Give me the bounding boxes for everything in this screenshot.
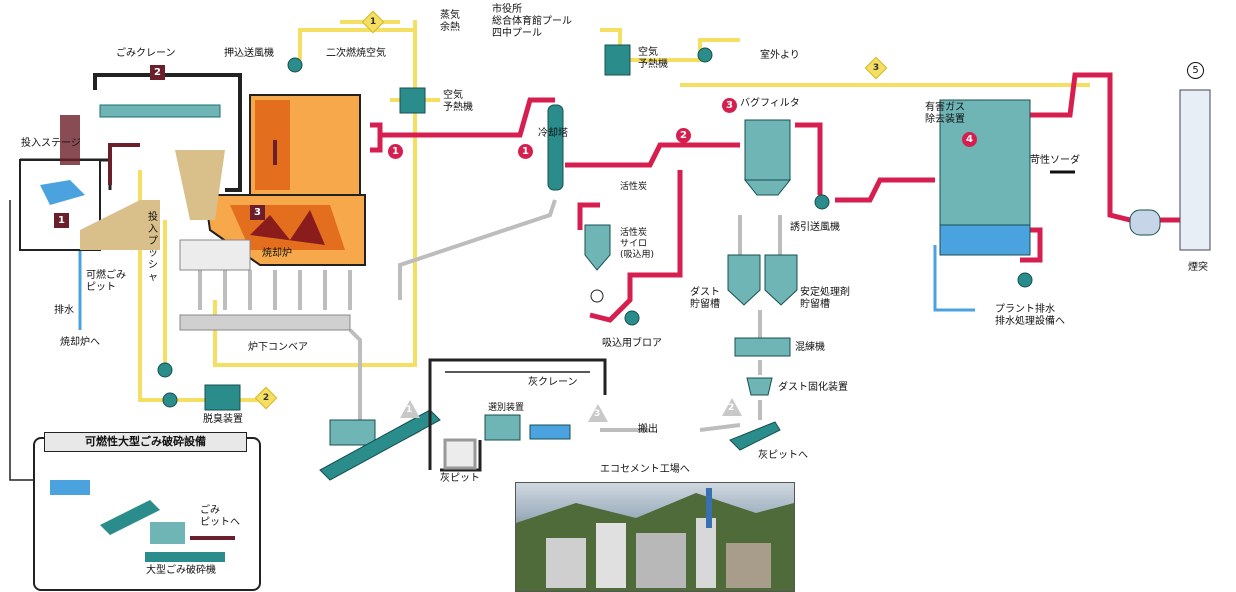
crusher-equipment: [9, 200, 235, 562]
marker-square-1: 1: [54, 213, 69, 228]
marker-flue-2: 2: [676, 128, 691, 143]
label-plant-drain: プラント排水 排水処理設備へ: [995, 304, 1065, 327]
label-to-waste-pit: ごみ ピットへ: [200, 505, 240, 528]
label-air-preheater-1: 空気 予熱機: [443, 90, 473, 113]
marker-square-2: 2: [150, 65, 165, 80]
label-harmful-gas-removal: 有害ガス 除去装置: [925, 102, 965, 125]
label-carbon-silo: 活性炭 サイロ (吸込用): [620, 228, 655, 260]
label-ash-crane: 灰クレーン: [528, 377, 578, 388]
label-dust-solidifier: ダスト固化装置: [778, 382, 848, 393]
label-to-incinerator: 焼却炉へ: [60, 337, 100, 348]
marker-flue-3: 3: [722, 98, 737, 113]
crusher-facility-title: 可燃性大型ごみ破砕設備: [44, 432, 247, 452]
marker-square-3: 3: [250, 205, 265, 220]
label-from-outside: 室外より: [760, 50, 800, 61]
label-caustic-soda: 苛性ソーダ: [1030, 155, 1080, 166]
label-pusher: 投入プッシャ: [148, 212, 158, 283]
ecocement-plant-photo: [515, 482, 795, 592]
label-induced-fan: 誘引送風機: [790, 222, 840, 233]
label-waste-crane: ごみクレーン: [116, 48, 176, 59]
label-cooling-tower: 冷却塔: [538, 128, 568, 139]
marker-ash-1: 1: [400, 400, 420, 418]
label-suction-blower: 吸込用ブロア: [602, 338, 662, 349]
equipment: [157, 44, 1211, 481]
label-air-preheater-2: 空気 予熱機: [638, 47, 668, 70]
label-chimney: 煙突: [1188, 262, 1208, 273]
waste-pit-building: [19, 73, 242, 251]
label-mixer: 混練機: [795, 342, 825, 353]
label-secondary-air: 二次燃焼空気: [326, 48, 386, 59]
label-carry-out: 搬出: [638, 424, 658, 435]
arrows: [108, 140, 1075, 185]
label-sorter: 選別装置: [488, 403, 525, 413]
label-push-fan: 押込送風機: [224, 48, 274, 59]
marker-chimney-5: 5: [1187, 62, 1204, 79]
flue-gas-lines: [370, 72, 1180, 323]
label-to-ash-pit: 灰ピットへ: [758, 450, 808, 461]
label-input-stage: 投入ステージ: [21, 138, 81, 149]
ash-pit-building: [428, 358, 607, 472]
marker-flue-4: 4: [962, 132, 977, 147]
marker-flue-1b: 1: [518, 144, 533, 159]
label-ecocement: エコセメント工場へ: [600, 464, 690, 475]
label-crusher: 大型ごみ破砕機: [146, 565, 216, 576]
label-activated-carbon: 活性炭: [620, 182, 648, 192]
label-incinerator: 焼却炉: [262, 248, 292, 259]
marker-flue-1a: 1: [388, 144, 403, 159]
label-dust-storage: ダスト 貯留槽: [690, 287, 720, 310]
label-drain: 排水: [54, 305, 74, 316]
water-lines: [78, 245, 975, 330]
marker-ash-3: 3: [588, 404, 608, 422]
label-under-furnace-conveyor: 炉下コンベア: [248, 342, 308, 353]
marker-ash-2: 2: [722, 398, 742, 416]
ash-lines: [198, 199, 782, 442]
label-stabilizer-storage: 安定処理剤 貯留槽: [800, 287, 850, 310]
label-bag-filter: バグフィルタ: [740, 98, 800, 109]
label-steam: 蒸気 余熱: [440, 10, 460, 33]
label-ash-pit: 灰ピット: [440, 473, 480, 484]
label-deodorizer: 脱臭装置: [203, 414, 243, 425]
label-waste-pit: 可燃ごみ ピット: [86, 270, 126, 293]
incinerator: [175, 94, 366, 331]
label-destinations: 市役所 総合体育館プール 四中プール: [492, 4, 572, 39]
